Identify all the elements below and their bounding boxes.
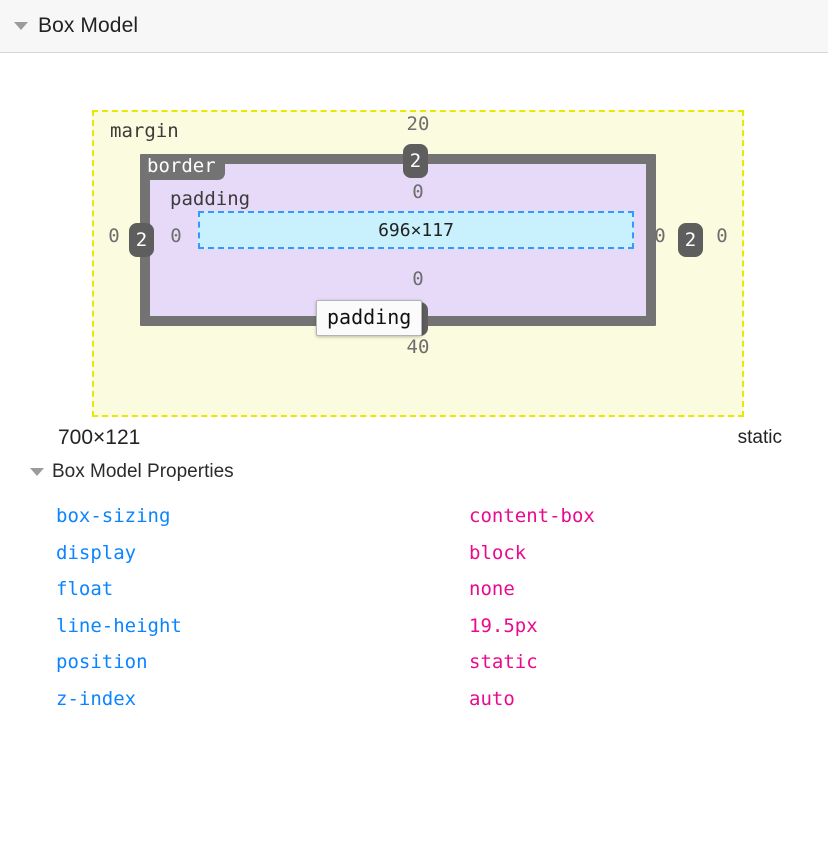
margin-bottom-value[interactable]: 40 — [406, 336, 430, 358]
element-size-label: 700×121 — [58, 426, 141, 449]
triangle-down-icon[interactable] — [30, 468, 44, 476]
box-model-properties-title: Box Model Properties — [52, 461, 234, 482]
property-name[interactable]: float — [56, 578, 114, 601]
box-model-panel-header[interactable]: Box Model — [0, 0, 828, 53]
padding-bottom-value[interactable]: 0 — [412, 268, 424, 290]
box-model-diagram: 696×117 margin border padding 20 40 0 0 … — [0, 53, 828, 417]
table-row[interactable]: line-height 19.5px — [0, 608, 828, 645]
page-title: Box Model — [38, 14, 139, 37]
property-value[interactable]: content-box — [469, 505, 595, 528]
property-value[interactable]: 19.5px — [469, 614, 538, 637]
padding-right-value[interactable]: 0 — [654, 225, 666, 247]
padding-label: padding — [170, 188, 251, 210]
property-name[interactable]: position — [56, 651, 148, 674]
box-model-properties-list: box-sizing content-box display block flo… — [0, 498, 828, 717]
content-size-label: 696×117 — [378, 219, 454, 241]
content-region[interactable]: 696×117 — [198, 211, 634, 249]
property-name[interactable]: line-height — [56, 614, 182, 637]
property-value[interactable]: none — [469, 578, 515, 601]
padding-region[interactable]: 696×117 — [150, 164, 646, 316]
padding-left-value[interactable]: 0 — [170, 225, 182, 247]
box-model-summary: 700×121 static — [0, 418, 828, 458]
triangle-down-icon[interactable] — [14, 22, 28, 30]
margin-left-value[interactable]: 0 — [108, 225, 120, 247]
property-value[interactable]: block — [469, 541, 527, 564]
table-row[interactable]: float none — [0, 571, 828, 608]
table-row[interactable]: z-index auto — [0, 681, 828, 718]
table-row[interactable]: display block — [0, 535, 828, 572]
margin-label: margin — [110, 120, 179, 142]
region-tooltip: padding — [316, 300, 423, 336]
border-left-value[interactable]: 2 — [129, 223, 154, 257]
element-position-label: static — [737, 427, 782, 448]
border-region[interactable]: 696×117 — [140, 154, 656, 326]
margin-top-value[interactable]: 20 — [406, 113, 430, 135]
border-label: border — [141, 154, 225, 180]
table-row[interactable]: position static — [0, 644, 828, 681]
table-row[interactable]: box-sizing content-box — [0, 498, 828, 535]
border-right-value[interactable]: 2 — [678, 223, 703, 257]
property-value[interactable]: static — [469, 651, 538, 674]
property-name[interactable]: display — [56, 541, 137, 564]
border-top-value[interactable]: 2 — [403, 144, 428, 178]
property-name[interactable]: z-index — [56, 687, 137, 710]
property-name[interactable]: box-sizing — [56, 505, 171, 528]
property-value[interactable]: auto — [469, 687, 515, 710]
margin-right-value[interactable]: 0 — [716, 225, 728, 247]
padding-top-value[interactable]: 0 — [412, 181, 424, 203]
box-model-properties-header[interactable]: Box Model Properties — [30, 461, 234, 483]
